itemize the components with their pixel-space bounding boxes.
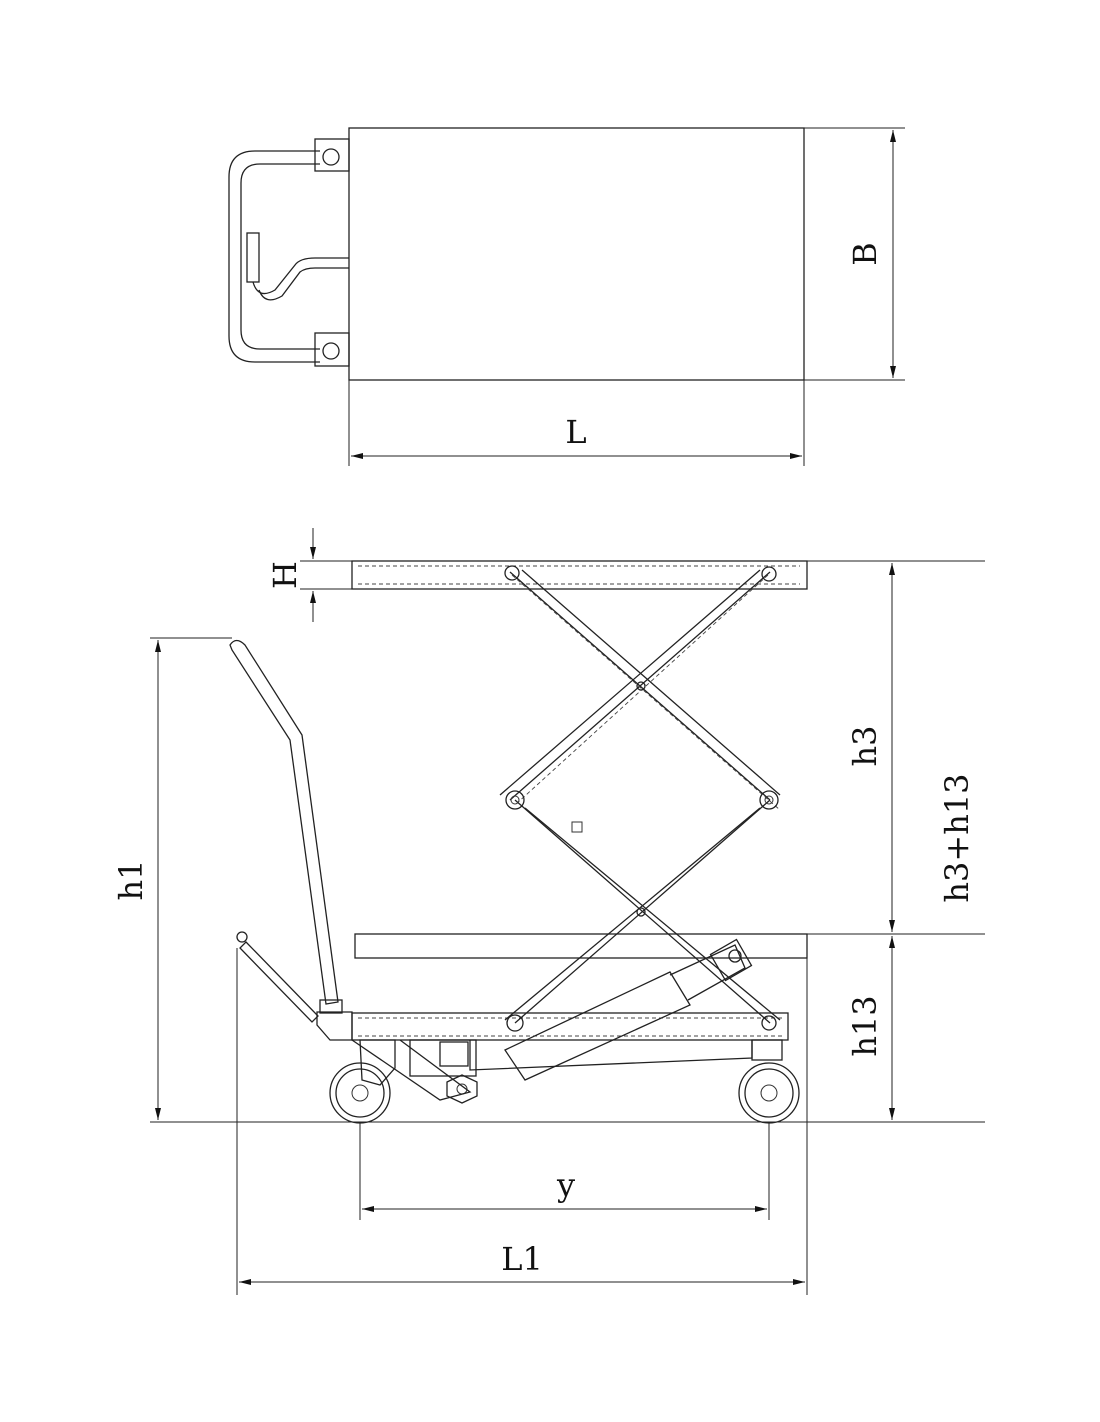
scissor-arm <box>504 807 761 1021</box>
platform-top <box>348 127 805 381</box>
pump-nut <box>446 1074 478 1104</box>
pivot <box>636 681 646 691</box>
stop-block <box>571 821 583 833</box>
cylinder-clevis <box>709 938 753 982</box>
pivot <box>505 790 525 810</box>
label-y: y <box>556 1166 575 1204</box>
label-L: L <box>565 413 586 451</box>
platform-raised <box>351 560 808 590</box>
scissor-arm <box>521 569 781 796</box>
label-h13: h13 <box>846 995 884 1056</box>
wheel-hub <box>760 1084 778 1102</box>
scissor-arm <box>524 807 781 1021</box>
front-wheel <box>329 1062 391 1124</box>
handle-bracket-bottom <box>314 332 350 367</box>
wheel-hub <box>351 1084 369 1102</box>
cylinder-rod <box>669 944 746 1001</box>
handle-loop <box>228 150 320 363</box>
center-line <box>511 574 781 811</box>
pedal-knob <box>236 931 248 943</box>
pivot <box>504 565 520 581</box>
label-H: H <box>266 561 304 589</box>
scissor-arm <box>509 571 771 801</box>
label-B: B <box>846 242 884 266</box>
handle-socket <box>319 999 343 1014</box>
label-h3-h13: h3+h13 <box>938 773 976 902</box>
rear-fork <box>751 1039 783 1061</box>
release-lever-grip <box>246 232 260 283</box>
frame-underside <box>469 1040 753 1071</box>
scissor-arm <box>499 569 761 796</box>
pivot <box>636 907 646 917</box>
pivot-inner <box>510 795 520 805</box>
foot-pedal <box>239 941 319 1023</box>
hydraulic-cylinder <box>504 938 753 1081</box>
pivot <box>506 1014 524 1032</box>
release-lever-edge <box>258 267 349 301</box>
handle-bracket-top <box>314 138 350 172</box>
label-h1: h1 <box>112 860 150 901</box>
front-fork <box>359 1039 396 1086</box>
pedal-linkage <box>351 1039 472 1101</box>
rear-wheel <box>738 1062 800 1124</box>
scissor-arm <box>514 799 771 1024</box>
push-handle <box>229 639 339 1005</box>
pump-block <box>409 1039 477 1077</box>
pivot <box>759 790 779 810</box>
pivot <box>761 1015 777 1031</box>
cylinder-body <box>504 971 691 1081</box>
pivot-inner <box>764 795 774 805</box>
release-lever <box>252 257 349 295</box>
pivot <box>761 566 777 582</box>
handle-loop-inner <box>240 163 320 350</box>
label-h3: h3 <box>846 726 884 767</box>
scissor-arms <box>499 569 781 1024</box>
cylinder-pin <box>728 949 742 963</box>
pump-port <box>439 1041 469 1067</box>
side-view: H h3 h13 h3+h13 h1 y L1 <box>112 528 985 1295</box>
wheel-rim <box>335 1068 385 1118</box>
platform-lowered <box>354 933 808 959</box>
handle-bracket <box>316 1011 353 1041</box>
label-L1: L1 <box>501 1240 543 1278</box>
top-view: B L <box>228 127 905 466</box>
wheel-rim <box>744 1068 794 1118</box>
bracket-bolt <box>322 148 340 166</box>
bracket-bolt <box>322 342 340 360</box>
